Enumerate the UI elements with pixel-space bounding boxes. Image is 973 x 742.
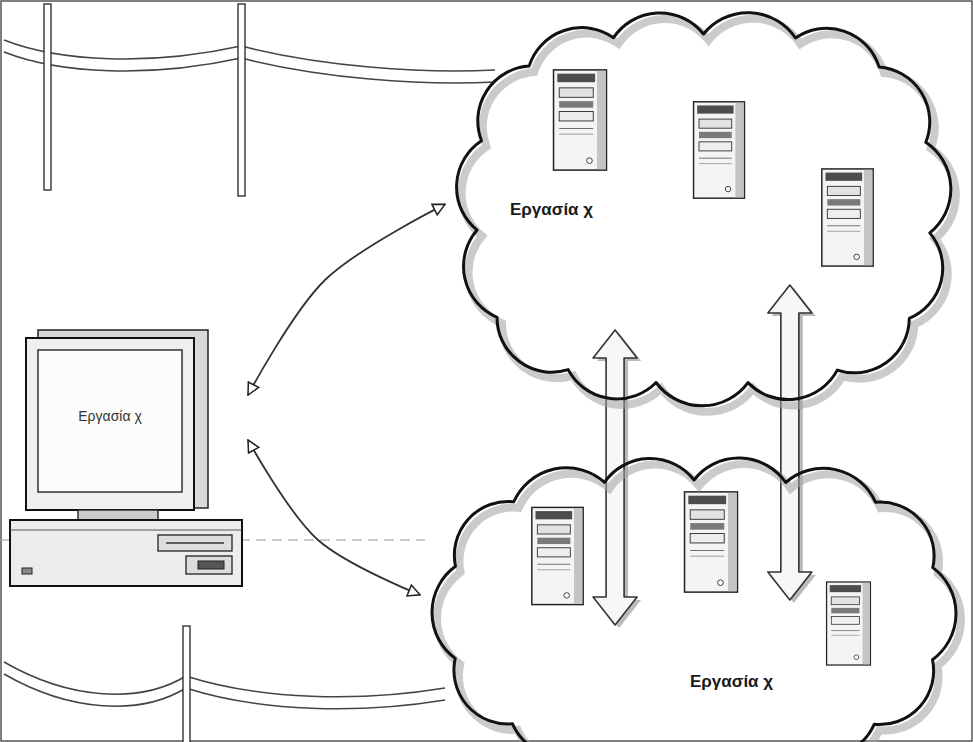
monitor	[26, 338, 194, 510]
task-label: Εργασία χ	[510, 200, 593, 220]
computer-illustration	[8, 330, 248, 590]
cloud-outline	[420, 448, 968, 742]
drive-bay	[186, 556, 232, 574]
network-cloud: Εργασία χ	[420, 448, 968, 742]
system-unit	[10, 520, 242, 586]
power-wire	[4, 40, 495, 71]
task-label: Εργασία χ	[690, 672, 773, 692]
drive-bay	[158, 535, 232, 551]
block-arrow	[768, 285, 812, 600]
monitor-stand	[78, 510, 158, 520]
network-cloud: Εργασία χ	[445, 2, 962, 415]
cloud-border	[457, 13, 951, 406]
monitor-back	[38, 330, 208, 508]
power-wire	[4, 674, 445, 709]
power-wire	[4, 52, 495, 83]
server-icon	[685, 492, 738, 592]
pole	[238, 4, 245, 196]
server-icon	[694, 102, 745, 198]
pole	[183, 626, 190, 742]
server-icon	[554, 70, 607, 170]
cloud-shadow	[437, 464, 961, 742]
pole	[44, 4, 51, 190]
link-arrow	[248, 204, 445, 395]
link-arrow	[248, 440, 420, 595]
cloud-border	[432, 458, 956, 742]
screen	[38, 350, 182, 492]
screen-label: Εργασία χ	[40, 408, 180, 425]
drive-slot	[198, 561, 224, 569]
bevel-line	[10, 530, 242, 531]
power-wire	[4, 662, 445, 697]
drive-slot	[166, 542, 224, 544]
power-button	[22, 568, 32, 574]
server-icon	[532, 507, 583, 604]
server-icon	[822, 169, 873, 266]
server-icon	[827, 582, 871, 665]
workstation: Εργασία χ	[8, 330, 248, 590]
cloud-shadow	[462, 19, 956, 412]
